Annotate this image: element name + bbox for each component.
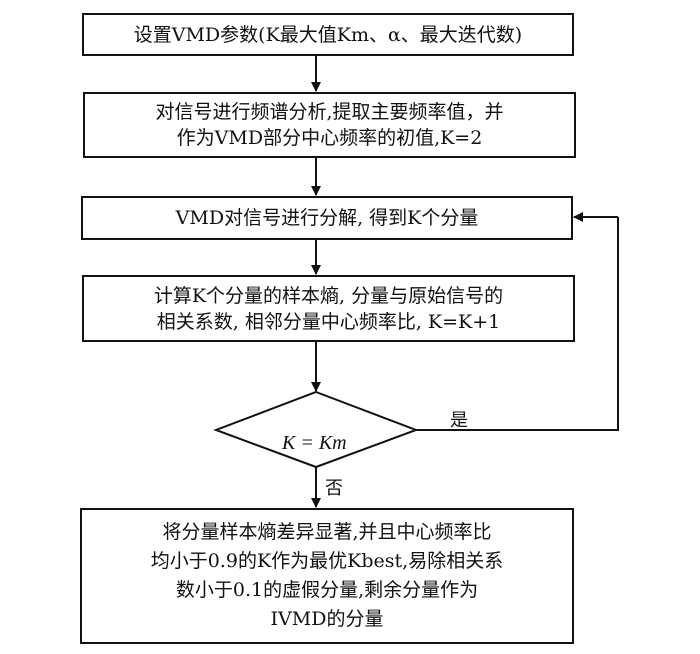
no-label: 否	[325, 478, 343, 499]
step-spectrum-analysis: 对信号进行频谱分析,提取主要频率值，并 作为VMD部分中心频率的初值,K=2	[83, 92, 576, 158]
step-compute-metrics: 计算K个分量的样本熵, 分量与原始信号的 相关系数, 相邻分量中心频率比, K=…	[82, 275, 575, 342]
step-vmd-decompose: VMD对信号进行分解, 得到K个分量	[81, 196, 573, 240]
step-text: 设置VMD参数(K最大值Km、α、最大迭代数)	[133, 23, 523, 46]
step-select-k-best: 将分量样本熵差异显著,并且中心频率比 均小于0.9的K作为最优Kbest,易除相…	[80, 508, 574, 644]
step-text: 计算K个分量的样本熵, 分量与原始信号的 相关系数, 相邻分量中心频率比, K=…	[153, 284, 504, 333]
decision-condition: K = Km	[282, 432, 347, 454]
yes-label: 是	[450, 410, 468, 431]
step-text: VMD对信号进行分解, 得到K个分量	[175, 207, 479, 229]
decision-diamond	[213, 390, 419, 469]
step-text: 对信号进行频谱分析,提取主要频率值，并 作为VMD部分中心频率的初值,K=2	[155, 101, 504, 149]
loop-yes-line	[416, 217, 619, 431]
step-set-params: 设置VMD参数(K最大值Km、α、最大迭代数)	[82, 13, 574, 56]
step-text: 将分量样本熵差异显著,并且中心频率比 均小于0.9的K作为最优Kbest,易除相…	[150, 521, 504, 630]
